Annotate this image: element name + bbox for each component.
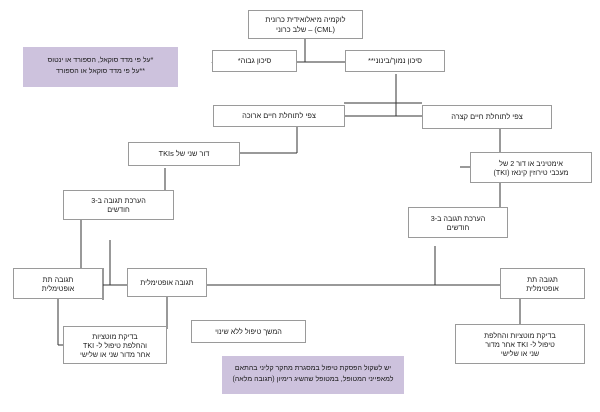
node-action-right[interactable]: בדיקת מוטציות והחלפת טיפול ל- TKI אחר מד… xyxy=(455,324,585,364)
node-risk-low-intermediate-label: סיכון נמוך/בינוני** xyxy=(368,56,422,66)
node-action-right-line2: טיפול ל- TKI אחר מדור xyxy=(485,339,555,349)
node-life-expectancy-short[interactable]: צפי לתוחלת חיים קצרה xyxy=(422,105,552,129)
note-footer: יש לשקול הפסקת טיפול במסגרת מחקר קליני ב… xyxy=(222,356,404,394)
node-suboptimal-left[interactable]: תגובה תת אופטימלית xyxy=(13,268,103,299)
node-action-middle-label: המשך טיפול ללא שינוי xyxy=(215,327,282,336)
node-life-expectancy-short-label: צפי לתוחלת חיים קצרה xyxy=(451,112,523,122)
node-root-line2: (CML) – שלב כרוני xyxy=(276,24,335,34)
node-risk-high[interactable]: סיכון גבוה* xyxy=(212,50,297,72)
note-footer-line2: למאפייני המטופל, במטופל שהשיג רימיון (תג… xyxy=(232,376,394,383)
note-legend: *על פי מדד סוקאל, הספורד או ינטוס **על פ… xyxy=(23,47,178,87)
node-action-left-line3: אחר מדור שני או שלישי xyxy=(79,349,151,359)
node-life-expectancy-long-label: צפי לתוחלת חיים ארוכה xyxy=(242,111,316,121)
node-assess-left-line1: הערכת תגובה ב-3 xyxy=(91,196,146,205)
node-second-gen-tkis[interactable]: דור שני של TKIs xyxy=(128,142,240,166)
node-suboptimal-right-line1: תגובה תת xyxy=(527,274,558,284)
node-optimal-label: תגובה אופטימלית xyxy=(140,278,194,287)
node-life-expectancy-long[interactable]: צפי לתוחלת חיים ארוכה xyxy=(213,105,345,127)
note-legend-line2: **על פי מדד סוקאל או הספורד xyxy=(56,68,145,75)
node-action-left-line2: והחלפת טיפול ל- TKI xyxy=(82,340,148,350)
node-action-right-line1: בדיקת מוטציות והחלפת xyxy=(484,330,556,340)
node-action-left-line1: בדיקת מוטציות xyxy=(92,331,138,341)
node-assess-left[interactable]: הערכת תגובה ב-3 חודשים xyxy=(63,190,174,220)
node-assess-right-line2: חודשים xyxy=(446,222,470,232)
node-root[interactable]: לוקמיה מיאלואידית כרונית (CML) – שלב כרו… xyxy=(248,10,363,39)
node-second-gen-tkis-label: דור שני של TKIs xyxy=(158,149,210,159)
node-imatinib-line1: אימטיניב או דור 2 של xyxy=(499,158,563,168)
note-footer-line1: יש לשקול הפסקת טיפול במסגרת מחקר קליני ב… xyxy=(234,365,392,373)
node-imatinib-or-second-gen[interactable]: אימטיניב או דור 2 של מעכבי טירוזין קינאז… xyxy=(470,152,592,183)
node-action-left[interactable]: בדיקת מוטציות והחלפת טיפול ל- TKI אחר מד… xyxy=(63,326,167,364)
node-risk-high-label: סיכון גבוה* xyxy=(237,56,272,66)
node-imatinib-line2: מעכבי טירוזין קינאז (TKI) xyxy=(493,167,569,177)
node-assess-left-line2: חודשים xyxy=(107,205,130,214)
node-suboptimal-left-line1: תגובה תת xyxy=(42,274,74,284)
node-assess-right[interactable]: הערכת תגובה ב-3 חודשים xyxy=(408,207,508,238)
node-risk-low-intermediate[interactable]: סיכון נמוך/בינוני** xyxy=(345,50,445,72)
note-legend-line1: *על פי מדד סוקאל, הספורד או ינטוס xyxy=(47,57,154,65)
node-suboptimal-right-line2: אופטימלית xyxy=(526,283,559,293)
node-suboptimal-left-line2: אופטימלית xyxy=(41,283,75,293)
node-action-middle[interactable]: המשך טיפול ללא שינוי xyxy=(191,320,306,343)
node-action-right-line3: שני או שלישי xyxy=(500,348,540,358)
node-suboptimal-right[interactable]: תגובה תת אופטימלית xyxy=(500,268,585,299)
node-root-line1: לוקמיה מיאלואידית כרונית xyxy=(265,15,346,25)
node-assess-right-line1: הערכת תגובה ב-3 xyxy=(430,213,486,223)
node-optimal[interactable]: תגובה אופטימלית xyxy=(127,268,207,297)
